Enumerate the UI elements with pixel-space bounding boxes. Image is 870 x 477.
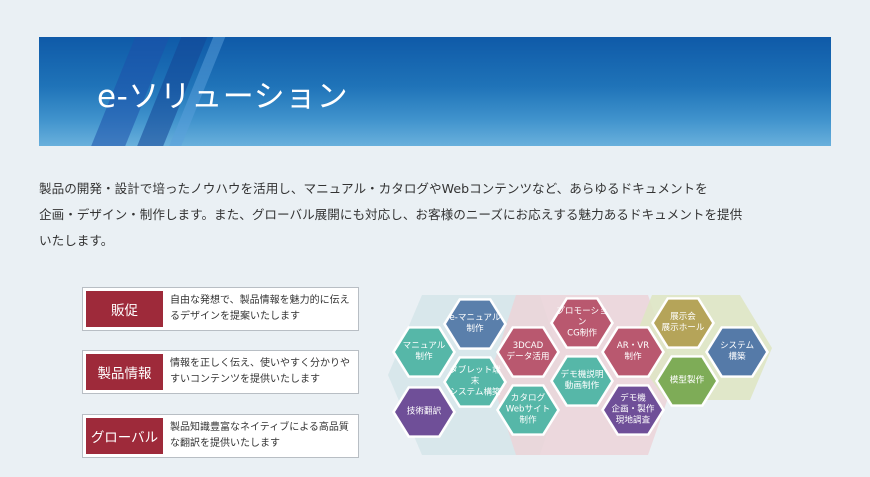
service-hex-label: カタログ Webサイト 制作: [505, 393, 551, 426]
service-hex-label: タブレット端末 システム構築: [449, 365, 501, 398]
service-hex: [395, 388, 453, 436]
service-hex: [446, 300, 504, 348]
feature-text: 情報を正しく伝え、使いやすく分かりやすいコンテンツを提供いたします: [170, 358, 350, 385]
service-hex-label: デモ機説明 動画制作: [560, 370, 604, 391]
feature-text: 自由な発想で、製品情報を魅力的に伝えるデザインを提案いたします: [170, 295, 350, 322]
service-hex-label: 3DCAD データ活用: [506, 341, 550, 362]
service-hex-label: e-マニュアル 制作: [449, 313, 501, 334]
service-hex-label: 展示会 展示ホール: [661, 312, 705, 333]
intro-description: 製品の開発・設計で培ったノウハウを活用し、マニュアル・カタログやWebコンテンツ…: [39, 181, 743, 248]
service-hex-label: マニュアル 制作: [402, 341, 446, 362]
service-hex: [499, 386, 557, 434]
feature-label: 製品情報: [86, 354, 163, 390]
page-title: e-ソリューション: [97, 79, 349, 115]
service-hex: [604, 386, 662, 434]
service-hex-label: プロモーション CG制作: [556, 306, 608, 339]
service-hex: [446, 358, 504, 406]
hex-diagram-graphic: [388, 295, 772, 455]
service-hex: [553, 299, 611, 347]
service-hex-label: AR・VR 制作: [616, 341, 650, 362]
feature-card-global: グローバル 製品知識豊富なネイティブによる高品質な翻訳を提供いたします: [82, 414, 359, 458]
feature-card-product-info: 製品情報 情報を正しく伝え、使いやすく分かりやすいコンテンツを提供いたします: [82, 350, 359, 394]
service-hex: [499, 328, 557, 376]
hero-banner: e-ソリューション: [39, 37, 831, 146]
service-hex: [658, 357, 716, 405]
feature-card-promotion: 販促 自由な発想で、製品情報を魅力的に伝えるデザインを提案いたします: [82, 287, 359, 331]
service-hex-label: デモ機 企画・製作 現地調査: [611, 393, 655, 426]
feature-label: 販促: [86, 291, 163, 327]
service-hex-label: 技術翻訳: [406, 406, 442, 417]
feature-text: 製品知識豊富なネイティブによる高品質な翻訳を提供いたします: [170, 422, 349, 449]
service-hex: [708, 328, 766, 376]
service-hex: [654, 299, 712, 347]
service-hex: [553, 357, 611, 405]
service-hex: [395, 328, 453, 376]
service-hex-label: システム 構築: [719, 341, 755, 362]
service-hex-label: 模型製作: [669, 375, 705, 386]
feature-label: グローバル: [86, 418, 163, 454]
service-hex: [604, 328, 662, 376]
